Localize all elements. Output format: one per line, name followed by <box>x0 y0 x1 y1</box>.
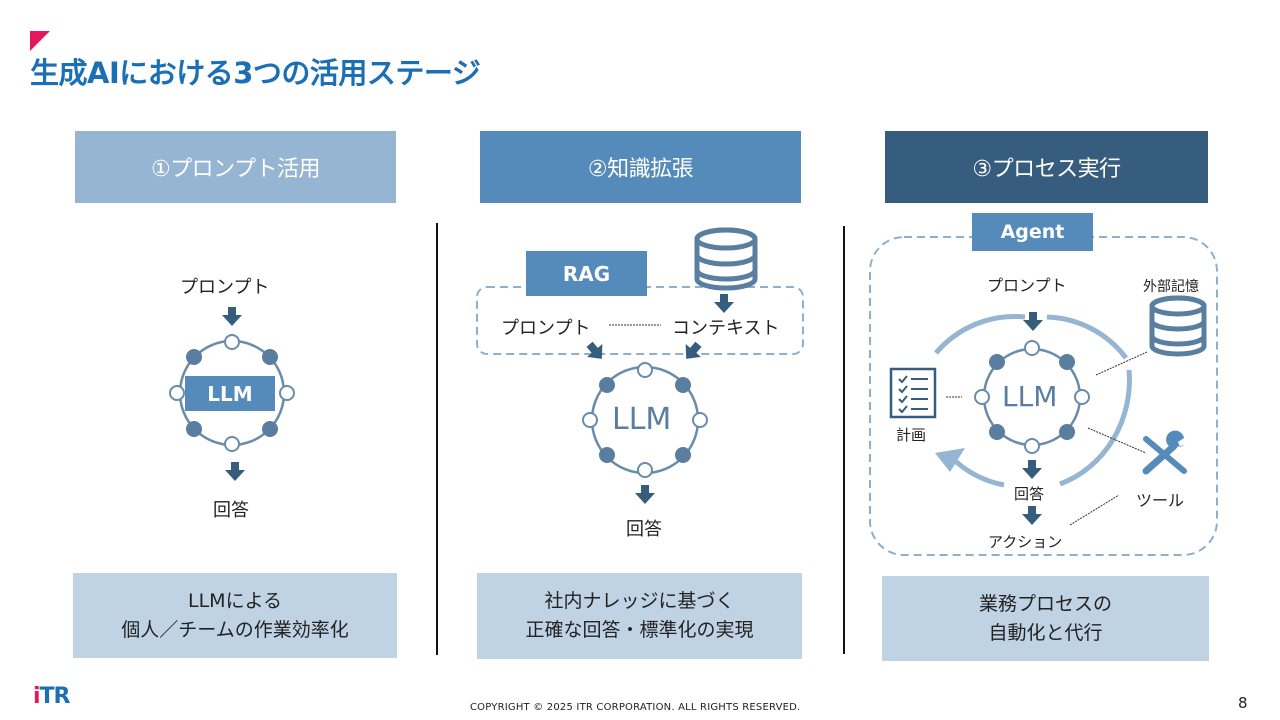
agent-dashed-boundary <box>869 236 1218 556</box>
prompt-to-llm-arrow-icon <box>586 341 603 359</box>
stage-1-llm-box: LLM <box>185 376 275 411</box>
action-tool-connector <box>1069 494 1120 526</box>
stage-2-answer-label: 回答 <box>626 519 662 540</box>
column-separator-2 <box>843 226 845 654</box>
stage-3-prompt-label: プロンプト <box>987 276 1067 295</box>
stage-3-llm-text: LLM <box>1002 380 1058 413</box>
title-accent-triangle <box>30 31 50 51</box>
stage-2-llm-ring <box>582 362 708 478</box>
rag-tag: RAG <box>526 251 647 296</box>
stage-1-llm-ring <box>169 334 295 452</box>
external-memory-database-icon <box>1149 295 1207 357</box>
stage-3-llm-ring <box>974 340 1090 454</box>
stage-3-summary-line-2: 自動化と代行 <box>988 621 1103 644</box>
stage-1-input-arrow-icon <box>222 307 242 326</box>
memory-connector <box>1095 351 1148 376</box>
stage-3-summary-line-1: 業務プロセスの <box>978 592 1112 615</box>
stage-1-summary-line-2: 個人／チームの作業効率化 <box>121 618 349 641</box>
stage-2-prompt-label: プロンプト <box>501 318 591 339</box>
stage-1-answer-label: 回答 <box>213 500 249 521</box>
answer-to-action-arrow-icon <box>1022 506 1042 525</box>
itr-logo: iTR <box>33 684 70 709</box>
stage-1-header: ①プロンプト活用 <box>75 131 396 203</box>
logo-rest: TR <box>39 684 71 709</box>
stage-2-summary-line-2: 正確な回答・標準化の実現 <box>525 619 754 641</box>
plan-checklist-icon <box>889 367 937 419</box>
stage-2-llm-text: LLM <box>612 402 672 437</box>
agent-tag: Agent <box>972 213 1093 251</box>
action-label: アクション <box>988 533 1063 551</box>
tool-label: ツール <box>1136 491 1185 510</box>
copyright-text: COPYRIGHT © 2025 ITR CORPORATION. ALL RI… <box>470 702 801 713</box>
stage-1-summary: LLMによる 個人／チームの作業効率化 <box>73 573 397 658</box>
stage-2-output-arrow-icon <box>635 485 655 504</box>
stage-3-answer-label: 回答 <box>1014 485 1045 503</box>
stage-3-summary: 業務プロセスの 自動化と代行 <box>882 576 1209 661</box>
external-memory-label: 外部記憶 <box>1143 279 1199 295</box>
stage-3-header: ③プロセス実行 <box>885 131 1208 203</box>
page-title: 生成AIにおける3つの活用ステージ <box>30 56 481 90</box>
agent-cycle-arc <box>934 314 1132 488</box>
stage-1-output-arrow-icon <box>225 462 245 481</box>
tool-wrench-screwdriver-icon <box>1142 430 1187 475</box>
tool-connector <box>1087 427 1147 454</box>
context-to-llm-arrow-icon <box>685 341 702 359</box>
stage-1-summary-line-1: LLMによる <box>188 589 282 612</box>
rag-dashed-boundary <box>476 286 804 355</box>
stage-2-summary: 社内ナレッジに基づく 正確な回答・標準化の実現 <box>477 573 802 659</box>
stage-1-prompt-label: プロンプト <box>180 277 270 298</box>
stage-2-summary-line-1: 社内ナレッジに基づく <box>544 590 735 612</box>
page-number: 8 <box>1238 694 1248 712</box>
stage-3-input-arrow-icon <box>1023 312 1043 331</box>
stage-2-header: ②知識拡張 <box>480 131 801 203</box>
llm-to-answer-arrow-icon <box>1022 460 1042 479</box>
stage-2-context-label: コンテキスト <box>672 318 780 339</box>
column-separator-1 <box>436 223 438 655</box>
plan-label: 計画 <box>896 426 927 444</box>
database-to-context-arrow-icon <box>714 294 734 313</box>
agent-cycle-arrowhead-icon <box>935 448 965 472</box>
logo-i: i <box>33 684 40 709</box>
database-icon <box>694 227 758 291</box>
